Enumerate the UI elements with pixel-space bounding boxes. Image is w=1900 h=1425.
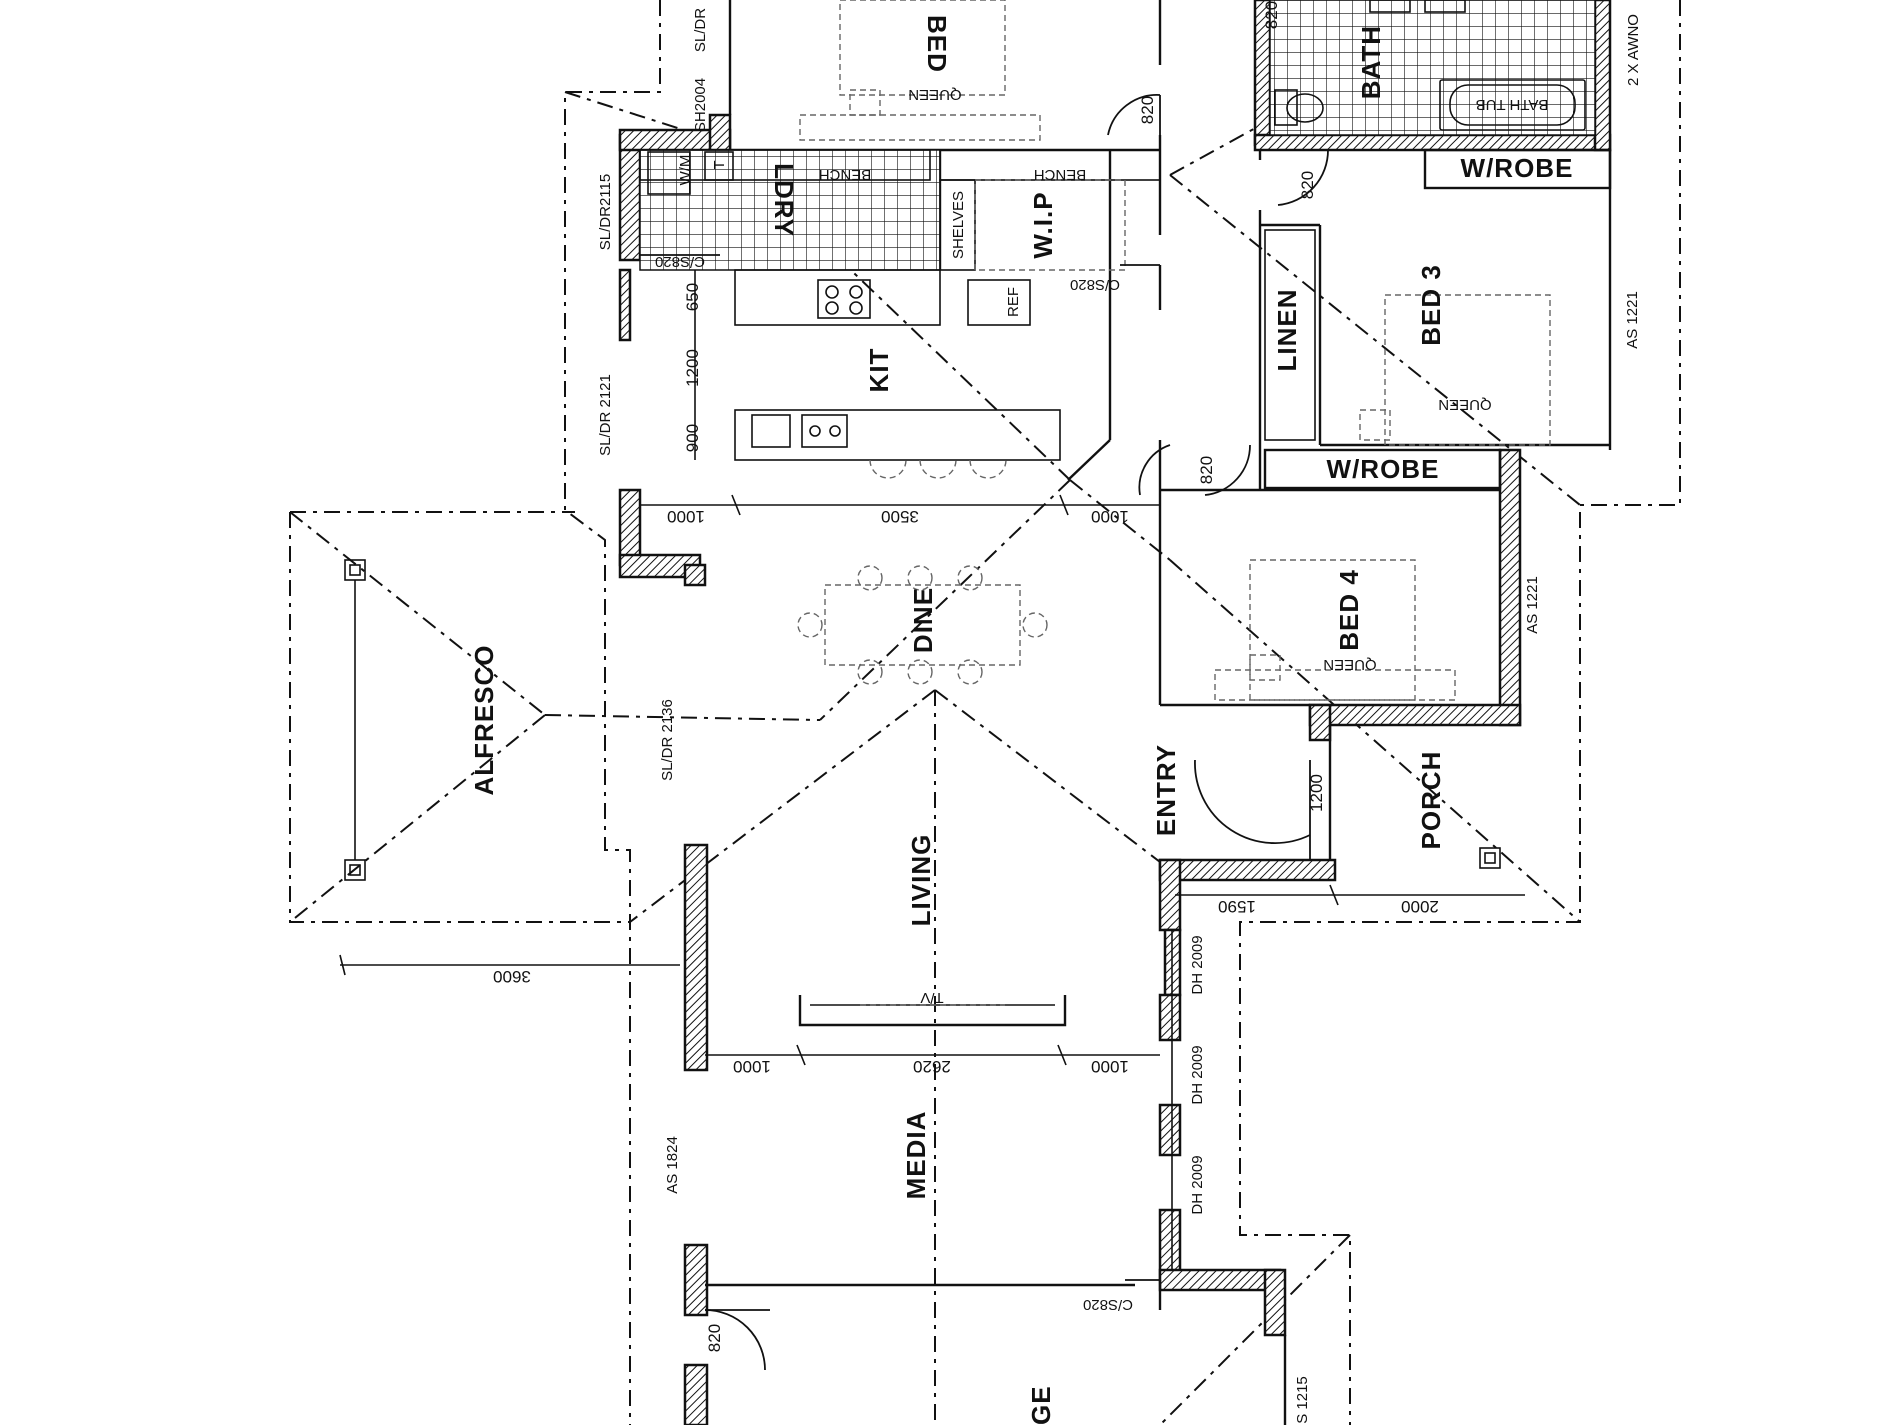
room-garage: GE xyxy=(1026,1385,1056,1425)
label-awning: 2 X AWNO xyxy=(1625,14,1642,86)
dim-1200-entry: 1200 xyxy=(1307,774,1326,812)
label-ref: REF xyxy=(1005,287,1022,317)
label-wm: W/M xyxy=(677,155,694,186)
label-queen-bed4: QUEEN xyxy=(1323,656,1376,673)
dim-3500: 3500 xyxy=(881,507,919,526)
room-ldry: LDRY xyxy=(769,163,799,237)
label-queen-bed1: QUEEN xyxy=(908,86,961,103)
room-bath: BATH xyxy=(1356,25,1386,99)
label-dh2009-a: DH 2009 xyxy=(1189,935,1206,994)
label-as1221-bed4: AS 1221 xyxy=(1524,576,1541,634)
dim-900: 900 xyxy=(683,424,702,452)
label-sl-dr-2136: SL/DR 2136 xyxy=(659,699,676,781)
fixtures xyxy=(639,0,1612,1027)
dim-1000-c: 1000 xyxy=(733,1057,771,1076)
dim-3600: 3600 xyxy=(493,967,531,986)
room-living: LIVING xyxy=(906,834,936,927)
room-media: MEDIA xyxy=(901,1111,931,1200)
dim-1200-kit: 1200 xyxy=(683,349,702,387)
dimension-labels: 820 820 820 820 820 650 1200 900 1000 35… xyxy=(493,1,1439,1352)
room-labels: BED BATH LDRY W.I.P KIT LINEN BED 3 W/RO… xyxy=(469,15,1574,1425)
dim-820-bed1: 820 xyxy=(1138,96,1157,124)
label-tv: T/V xyxy=(920,989,943,1006)
label-cs820-wip: C/S820 xyxy=(1070,276,1120,293)
dim-1000-d: 1000 xyxy=(1091,1057,1129,1076)
dim-1590: 1590 xyxy=(1218,897,1256,916)
label-dh2009-b: DH 2009 xyxy=(1189,1045,1206,1104)
label-as1221-bed3: AS 1221 xyxy=(1624,291,1641,349)
label-shelves: SHELVES xyxy=(950,191,967,259)
label-as1824: AS 1824 xyxy=(664,1136,681,1194)
label-t: T xyxy=(711,160,728,169)
label-s1215: S 1215 xyxy=(1294,1376,1311,1424)
room-wrobe-top: W/ROBE xyxy=(1461,153,1574,183)
room-porch: PORCH xyxy=(1416,751,1446,850)
room-dine: DINE xyxy=(908,587,938,653)
room-bed1: BED xyxy=(922,15,952,73)
label-sh2004: SH2004 xyxy=(692,78,709,132)
label-cs820-ldry: C/S820 xyxy=(655,253,705,270)
annotations: QUEEN QUEEN QUEEN BATH TUB BENCH BENCH S… xyxy=(597,8,1642,1424)
label-sl-dr-top: SL/DR xyxy=(692,8,709,52)
dimension-lines xyxy=(339,270,1525,1066)
dim-1000-b: 1000 xyxy=(1091,507,1129,526)
room-alfresco: ALFRESCO xyxy=(469,645,499,796)
room-entry: ENTRY xyxy=(1151,744,1181,836)
label-queen-bed3: QUEEN xyxy=(1438,396,1491,413)
label-sl-dr-2121: SL/DR 2121 xyxy=(597,374,614,456)
dim-2000: 2000 xyxy=(1401,897,1439,916)
dim-820-garage: 820 xyxy=(705,1324,724,1352)
dim-820-bed4: 820 xyxy=(1197,456,1216,484)
label-bench-ldry: BENCH xyxy=(819,166,872,183)
label-cs820-garage: C/S820 xyxy=(1083,1296,1133,1313)
roof-outline xyxy=(289,0,1681,1425)
dim-650: 650 xyxy=(683,283,702,311)
label-bench-wip: BENCH xyxy=(1034,166,1087,183)
room-wrobe-mid: W/ROBE xyxy=(1327,454,1440,484)
room-bed3: BED 3 xyxy=(1416,264,1446,346)
dim-1000-a: 1000 xyxy=(667,507,705,526)
label-bath-tub: BATH TUB xyxy=(1476,96,1549,113)
room-linen: LINEN xyxy=(1272,289,1302,372)
dim-2620: 2620 xyxy=(913,1057,951,1076)
room-kit: KIT xyxy=(864,348,894,393)
label-sl-dr-2115: SL/DR2115 xyxy=(597,174,614,250)
room-wip: W.I.P xyxy=(1028,191,1058,258)
room-bed4: BED 4 xyxy=(1334,569,1364,651)
dim-820-top: 820 xyxy=(1262,1,1281,29)
alfresco-posts xyxy=(344,559,1501,881)
dim-820-bath: 820 xyxy=(1298,171,1317,199)
doors xyxy=(640,94,1329,1371)
walls xyxy=(618,0,1612,1425)
label-dh2009-c: DH 2009 xyxy=(1189,1155,1206,1214)
